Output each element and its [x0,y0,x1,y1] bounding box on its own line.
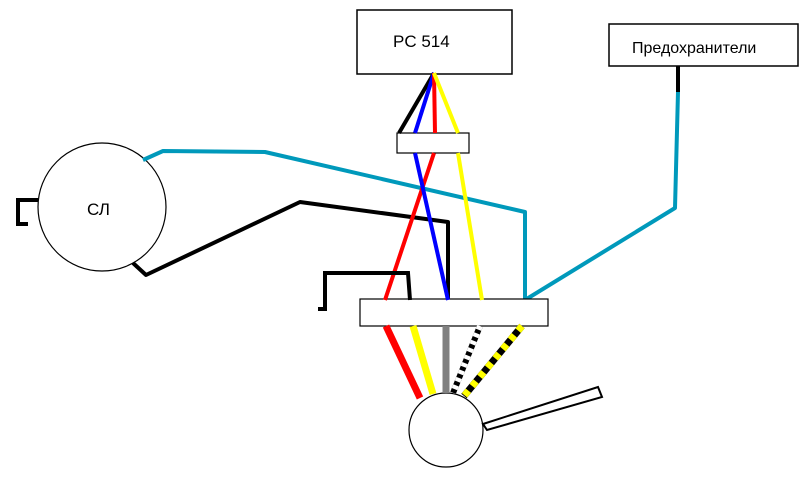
black-wire-motor [131,200,450,300]
junction-wires [383,152,484,301]
motor-ground-wire [16,198,38,226]
controller-label: PC 514 [393,32,450,51]
controller-box: PC 514 [356,9,513,75]
lamp-wires [382,323,525,400]
lamp-circle [408,392,484,468]
fuses-label: Предохранители [632,40,756,57]
main-connector [359,298,549,327]
motor-label: СЛ [87,200,110,219]
junction-block [396,132,470,154]
connector-ground-wire [318,271,412,311]
fuses-box: Предохранители [608,23,799,67]
lamp-pointer [481,385,604,432]
motor-circle: СЛ [37,142,167,272]
controller-wires [397,71,460,135]
cyan-wire-fuses [523,91,680,302]
cyan-wire-motor [142,149,527,300]
